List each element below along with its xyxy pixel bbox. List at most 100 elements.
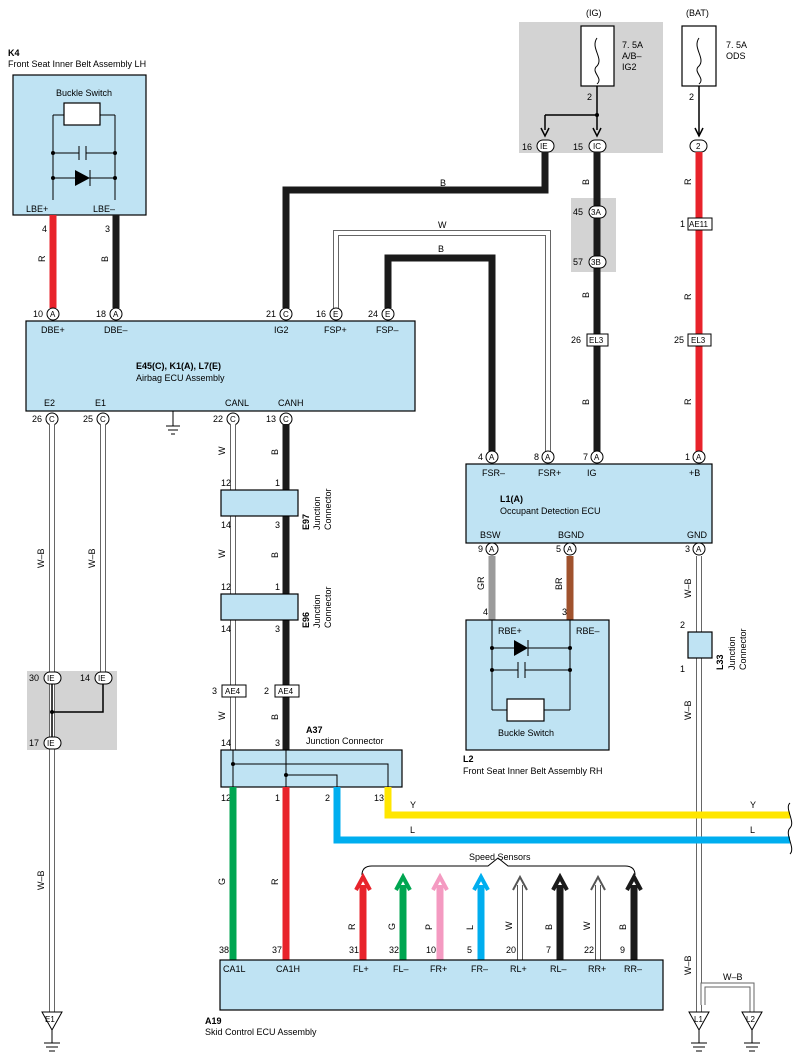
wire-fsp-plus bbox=[334, 231, 550, 452]
ecu-pin-label: E1 bbox=[95, 398, 106, 408]
sensor-wire-color: L bbox=[465, 925, 475, 930]
sensor-wire-color: W bbox=[582, 921, 592, 930]
ecu-pin-label: E2 bbox=[44, 398, 55, 408]
sensor-arrow-icon bbox=[590, 874, 606, 891]
svg-text:IE: IE bbox=[47, 739, 55, 748]
pin-connector-letter: E bbox=[385, 310, 390, 319]
svg-text:L: L bbox=[750, 825, 755, 835]
a37-connector: A37 Junction Connector 14 3 12 1 2 13 bbox=[220, 725, 403, 803]
pin-connector-letter: A bbox=[567, 545, 573, 554]
svg-text:13: 13 bbox=[374, 793, 384, 803]
ecu-pin-number: 26 bbox=[32, 414, 42, 424]
a19-pin-label: RR+ bbox=[588, 964, 606, 974]
svg-text:RBE–: RBE– bbox=[576, 626, 600, 636]
bat-fuse: (BAT) 7. 5A ODS 2 bbox=[681, 8, 747, 136]
svg-text:17: 17 bbox=[29, 738, 39, 748]
svg-text:Connector: Connector bbox=[323, 586, 333, 628]
svg-text:14: 14 bbox=[221, 520, 231, 530]
ods-pin-number: 3 bbox=[685, 544, 690, 554]
l2-diode-icon bbox=[514, 640, 528, 656]
a19-pin-label: FR– bbox=[471, 964, 488, 974]
ecu-pin-number: 18 bbox=[96, 309, 106, 319]
svg-text:Connector: Connector bbox=[323, 488, 333, 530]
svg-text:A37: A37 bbox=[306, 725, 323, 735]
pin-connector bbox=[279, 307, 293, 321]
svg-text:2: 2 bbox=[325, 793, 330, 803]
sensor-arrow-icon bbox=[512, 874, 528, 891]
ecu-pin-number: 16 bbox=[316, 309, 326, 319]
pin-connector bbox=[485, 450, 499, 464]
ods-pin-label: IG bbox=[587, 468, 597, 478]
ods-pin-number: 7 bbox=[583, 452, 588, 462]
svg-text:Buckle Switch: Buckle Switch bbox=[498, 728, 554, 738]
svg-text:AE4: AE4 bbox=[278, 687, 294, 696]
svg-text:R: R bbox=[270, 878, 280, 885]
svg-text:EL3: EL3 bbox=[589, 336, 604, 345]
a19-pin-number: 32 bbox=[389, 945, 399, 955]
svg-text:B: B bbox=[438, 244, 444, 254]
pin-connector-letter: C bbox=[100, 415, 106, 424]
ecu-pin-label: CANH bbox=[278, 398, 304, 408]
skid-control-ecu: A19 Skid Control ECU Assembly 38CA1L37CA… bbox=[205, 945, 664, 1037]
svg-text:E97: E97 bbox=[301, 514, 311, 530]
a19-code: A19 bbox=[205, 1016, 222, 1026]
pin-connector-letter: C bbox=[283, 310, 289, 319]
a19-pin-number: 20 bbox=[506, 945, 516, 955]
ie-ic-connectors: IE 16 IC 15 2 bbox=[522, 127, 708, 153]
pin-connector-letter: A bbox=[696, 545, 702, 554]
ecu-pin-number: 21 bbox=[266, 309, 276, 319]
ods-pin-number: 9 bbox=[478, 544, 483, 554]
l2-code: L2 bbox=[463, 754, 474, 764]
svg-text:R: R bbox=[683, 293, 693, 300]
k4-diode-icon bbox=[75, 170, 90, 186]
svg-text:L1: L1 bbox=[694, 1015, 703, 1024]
sensor-arrow-icon bbox=[354, 872, 372, 891]
svg-text:W: W bbox=[438, 220, 447, 230]
l2-switch-body bbox=[506, 698, 545, 722]
a19-pin-label: FL+ bbox=[353, 964, 369, 974]
pin-connector bbox=[563, 542, 577, 556]
pin-connector-letter: A bbox=[545, 453, 551, 462]
svg-text:Junction: Junction bbox=[312, 594, 322, 628]
svg-text:B: B bbox=[270, 552, 280, 558]
svg-text:L33: L33 bbox=[715, 654, 725, 670]
svg-text:Junction: Junction bbox=[312, 496, 322, 530]
svg-text:B: B bbox=[270, 449, 280, 455]
ecu-pin-number: 25 bbox=[83, 414, 93, 424]
svg-text:Speed Sensors: Speed Sensors bbox=[469, 852, 531, 862]
occupant-detection-ecu: L1(A) Occupant Detection ECU A4FSR–A8FSR… bbox=[465, 450, 713, 556]
svg-text:W: W bbox=[217, 711, 227, 720]
a19-pin-label: CA1L bbox=[223, 964, 246, 974]
ecu-pin-label: FSP+ bbox=[324, 325, 347, 335]
svg-text:Connector: Connector bbox=[738, 628, 748, 670]
a19-pin-label: RL– bbox=[550, 964, 567, 974]
svg-text:W–B: W–B bbox=[87, 548, 97, 568]
ods-pin-number: 5 bbox=[556, 544, 561, 554]
ods-code: L1(A) bbox=[500, 494, 523, 504]
ground-l1: L1 bbox=[688, 1011, 710, 1052]
svg-text:BR: BR bbox=[554, 577, 564, 590]
e96-connector: 12 1 14 3 E96 Junction Connector bbox=[220, 582, 333, 634]
svg-text:3A: 3A bbox=[591, 208, 601, 217]
ods-pin-label: BGND bbox=[558, 530, 585, 540]
k4-switch-label: Buckle Switch bbox=[56, 88, 112, 98]
a19-pin-number: 9 bbox=[620, 945, 625, 955]
svg-text:12: 12 bbox=[221, 478, 231, 488]
svg-text:57: 57 bbox=[573, 257, 583, 267]
a19-pin-number: 31 bbox=[349, 945, 359, 955]
a19-pin-number: 22 bbox=[584, 945, 594, 955]
ground-l2: L2 bbox=[741, 1011, 763, 1052]
pin-connector-letter: A bbox=[489, 453, 495, 462]
ods-pin-number: 1 bbox=[685, 452, 690, 462]
pin-connector-letter: E bbox=[333, 310, 338, 319]
svg-text:IE: IE bbox=[98, 674, 106, 683]
svg-text:2: 2 bbox=[264, 686, 269, 696]
svg-text:W–B: W–B bbox=[36, 548, 46, 568]
svg-text:3: 3 bbox=[275, 520, 280, 530]
svg-text:W: W bbox=[217, 549, 227, 558]
svg-text:2: 2 bbox=[696, 142, 701, 151]
ods-pin-number: 8 bbox=[534, 452, 539, 462]
pin-connector bbox=[692, 542, 706, 556]
svg-text:2: 2 bbox=[587, 92, 592, 102]
ecu-pin-number: 22 bbox=[213, 414, 223, 424]
